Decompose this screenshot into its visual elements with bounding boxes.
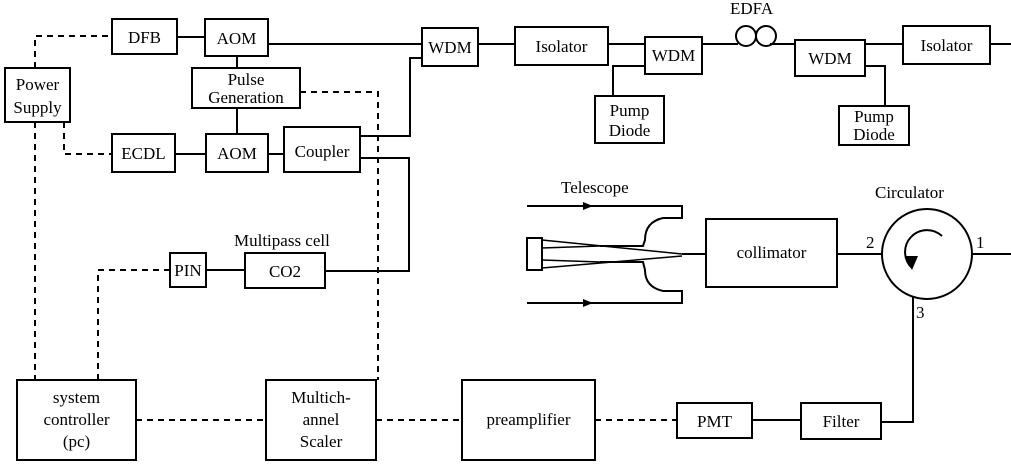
circulator-icon — [881, 208, 973, 300]
pump-diode-1-label-line-2: Diode — [609, 121, 651, 140]
pulse-generation-block: Pulse Generation — [191, 67, 301, 109]
isolator-2-label: Isolator — [921, 36, 973, 55]
circulator-port-3-label: 3 — [916, 303, 925, 322]
aom-top-label: AOM — [217, 29, 257, 48]
system-controller-label-line-3: (pc) — [63, 432, 90, 451]
multichannel-scaler-block: Multich- annel Scaler — [265, 379, 377, 461]
isolator-2-block: Isolator — [902, 25, 991, 65]
wdm-1-label: WDM — [428, 38, 471, 57]
preamplifier-block: preamplifier — [461, 379, 596, 461]
telescope-icon — [526, 202, 683, 307]
coupler-label: Coupler — [295, 142, 350, 161]
dashed-connections — [34, 35, 677, 421]
pin-block: PIN — [169, 252, 207, 288]
wdm-2-block: WDM — [644, 36, 703, 75]
wdm-3-label: WDM — [808, 49, 851, 68]
system-controller-label-line-1: system — [53, 388, 100, 407]
pulse-generation-label-line-1: Pulse — [228, 70, 265, 89]
filter-label: Filter — [823, 412, 860, 431]
collimator-block: collimator — [705, 218, 838, 288]
system-controller-block: system controller (pc) — [16, 379, 137, 461]
pmt-block: PMT — [676, 402, 753, 439]
pump-diode-2-block: Pump Diode — [838, 105, 910, 146]
aom-bottom-label: AOM — [217, 144, 257, 163]
power-supply-label-line-2: Supply — [13, 98, 62, 117]
pump-diode-1-label-line-1: Pump — [610, 101, 650, 120]
multichannel-scaler-label-line-3: Scaler — [300, 432, 343, 451]
wdm-2-label: WDM — [652, 46, 695, 65]
pmt-label: PMT — [697, 412, 733, 431]
pump-diode-2-label-line-2: Diode — [853, 125, 895, 144]
edfa-coils-icon — [735, 25, 777, 47]
pump-diode-2-label-line-1: Pump — [854, 107, 894, 126]
circulator-port-1-label: 1 — [976, 233, 985, 252]
isolator-1-block: Isolator — [514, 26, 609, 66]
ecdl-label: ECDL — [121, 144, 165, 163]
multichannel-scaler-label-line-2: annel — [303, 410, 340, 429]
aom-bottom-block: AOM — [205, 133, 269, 173]
co2-label: CO2 — [269, 262, 301, 281]
isolator-1-label: Isolator — [536, 37, 588, 56]
collimator-label: collimator — [737, 243, 807, 262]
telescope-label: Telescope — [561, 178, 629, 197]
coupler-block: Coupler — [283, 126, 361, 173]
system-controller-label-line-2: controller — [43, 410, 109, 429]
multichannel-scaler-label-line-1: Multich- — [291, 388, 351, 407]
pulse-generation-label-line-2: Generation — [208, 88, 284, 107]
pin-label: PIN — [174, 261, 201, 280]
multipass-cell-label: Multipass cell — [234, 231, 330, 250]
dfb-block: DFB — [111, 18, 178, 55]
preamplifier-label: preamplifier — [486, 410, 570, 429]
aom-top-block: AOM — [204, 18, 269, 57]
pump-diode-1-block: Pump Diode — [594, 95, 665, 144]
wdm-3-block: WDM — [794, 39, 866, 77]
circulator-port-2-label: 2 — [866, 233, 875, 252]
solid-connections — [175, 36, 1011, 423]
edfa-label: EDFA — [730, 0, 774, 18]
power-supply-block: Power Supply — [4, 67, 71, 123]
dfb-label: DFB — [128, 28, 161, 47]
wdm-1-block: WDM — [421, 27, 479, 67]
circulator-label: Circulator — [875, 183, 944, 202]
power-supply-label-line-1: Power — [16, 75, 60, 94]
ecdl-block: ECDL — [111, 133, 176, 173]
filter-block: Filter — [800, 402, 882, 440]
co2-block: CO2 — [244, 252, 326, 289]
